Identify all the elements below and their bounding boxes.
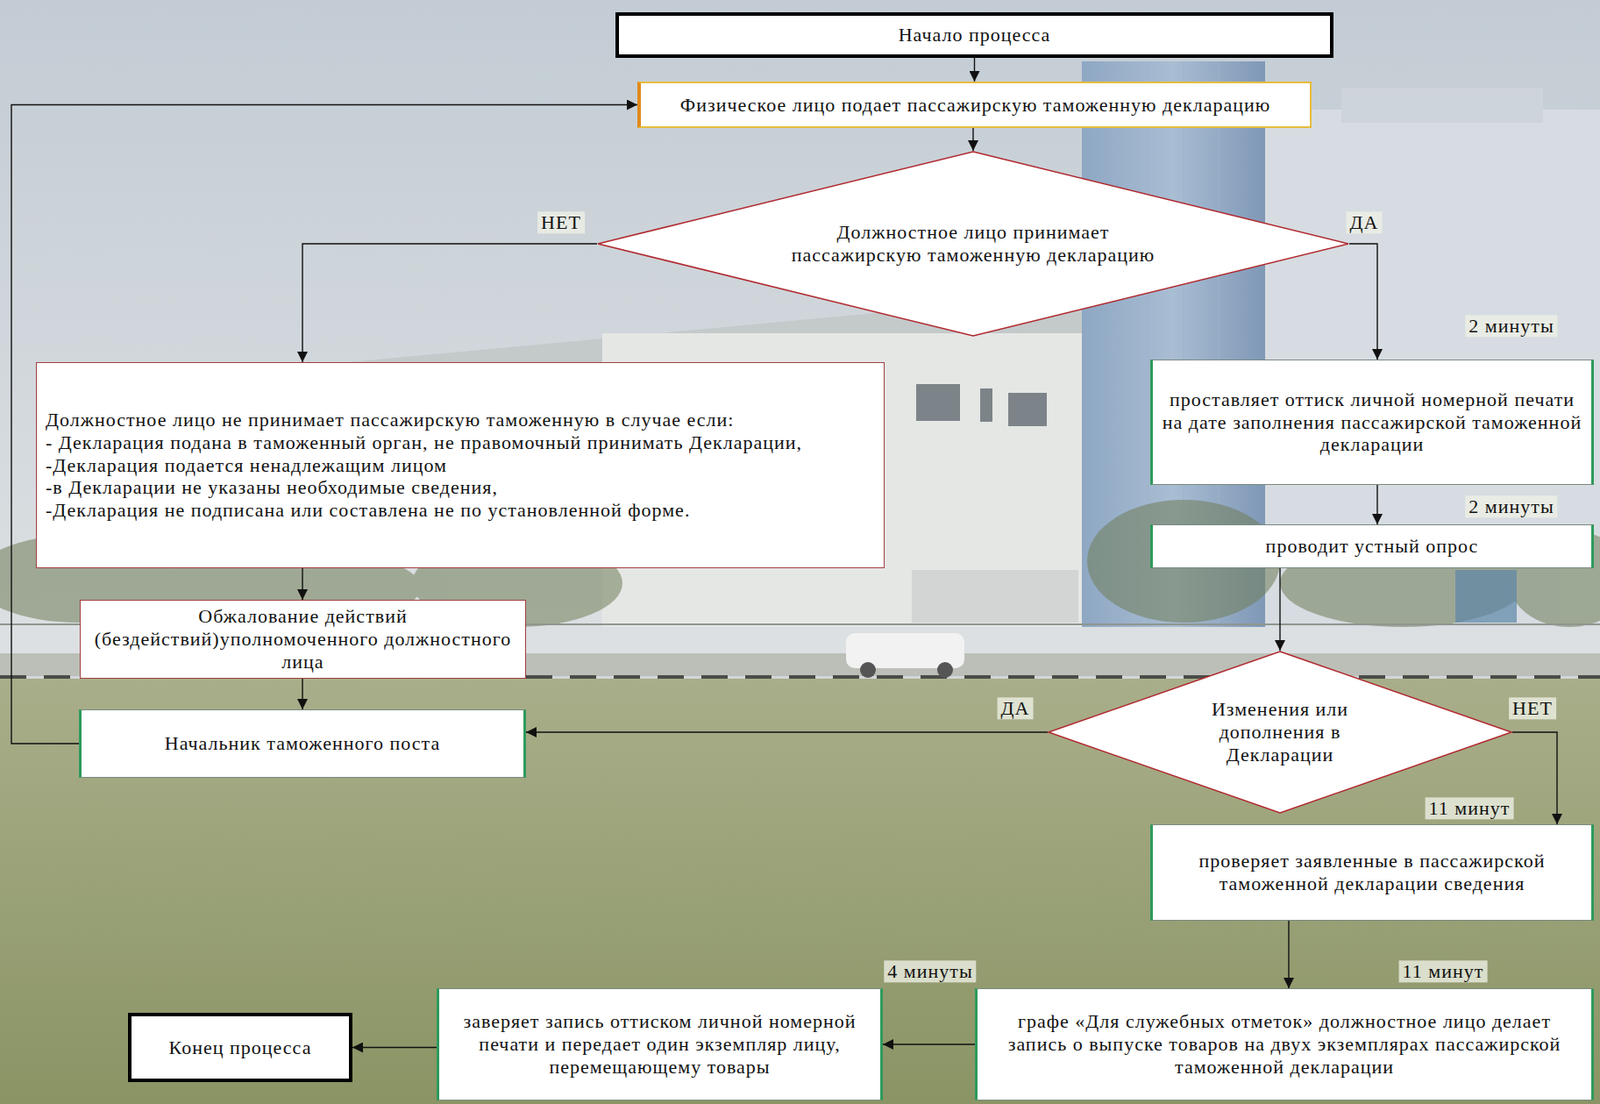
text-holder: проставляет оттиск личной номерной печат…	[1152, 384, 1592, 461]
text-holder: Конец процесса	[131, 1032, 349, 1063]
text-holder: Физическое лицо подает пассажирскую тамо…	[640, 90, 1310, 121]
text-holder: Начальник таможенного поста	[81, 728, 524, 759]
flow-arrow	[974, 57, 975, 82]
input-box: Физическое лицо подает пассажирскую тамо…	[637, 81, 1312, 128]
flow-arrow	[882, 1043, 975, 1045]
text-holder: Обжалование действий (бездействий)уполно…	[80, 601, 526, 677]
condition-box: Обжалование действий (бездействий)уполно…	[79, 599, 527, 679]
window	[1008, 392, 1047, 427]
text-holder: Изменения или дополнения в Декларации	[1164, 697, 1397, 767]
pale-building-top	[1341, 87, 1544, 123]
node-text: -Декларация подается ненадлежащим лицом	[45, 454, 875, 477]
flow-arrow	[301, 678, 303, 710]
condition-box: Должностное лицо не принимает пассажирск…	[35, 362, 885, 569]
node-text: Начальник таможенного поста	[90, 732, 515, 755]
node-text: Конец процесса	[140, 1036, 341, 1060]
process-box: проставляет оттиск личной номерной печат…	[1150, 359, 1594, 485]
node-text: проверяет заявленные в пассажирской тамо…	[1161, 849, 1583, 896]
text-holder: заверяет запись оттиском личной номерной…	[439, 1006, 881, 1082]
flow-arrow	[301, 568, 303, 600]
decision-diamond: Изменения или дополнения в Декларации	[1047, 650, 1513, 814]
node-text: заверяет запись оттиском личной номерной…	[448, 1009, 872, 1079]
kiosk	[1455, 569, 1517, 623]
terminal-box: Конец процесса	[128, 1012, 353, 1082]
flow-arrow	[1512, 732, 1558, 825]
node-text: Изменения или дополнения в Декларации	[1164, 697, 1397, 767]
flow-arrow	[352, 1046, 437, 1048]
node-text: Обжалование действий (бездействий)уполно…	[89, 604, 517, 674]
flow-arrow	[1349, 243, 1378, 360]
process-box: графе «Для служебных отметок» должностно…	[974, 988, 1594, 1101]
process-box: заверяет запись оттиском личной номерной…	[436, 988, 883, 1101]
text-holder: графе «Для служебных отметок» должностно…	[977, 1006, 1592, 1082]
process-box: Начальник таможенного поста	[78, 709, 527, 778]
process-box: проверяет заявленные в пассажирской тамо…	[1150, 824, 1594, 921]
node-text: -Декларация не подписана или составлена …	[45, 498, 875, 522]
branch-label: НЕТ	[537, 211, 585, 234]
sky	[0, 0, 1600, 676]
node-text: Физическое лицо подает пассажирскую тамо…	[649, 93, 1302, 117]
process-box: проводит устный опрос	[1150, 524, 1594, 569]
branch-label: НЕТ	[1508, 696, 1557, 719]
flow-arrow	[1376, 484, 1378, 525]
diamond-shape	[597, 151, 1349, 336]
text-holder: проверяет заявленные в пассажирской тамо…	[1152, 846, 1592, 899]
node-text: Начало процесса	[627, 23, 1322, 47]
branch-label: ДА	[997, 696, 1034, 719]
node-text: -в Декларации не указаны необходимые све…	[45, 476, 875, 499]
node-text: - Декларация подана в таможенный орган, …	[45, 431, 875, 455]
node-text: проставляет оттиск личной номерной печат…	[1161, 388, 1583, 457]
flow-arrow	[1279, 568, 1280, 651]
flow-arrow	[972, 128, 974, 151]
decision-diamond: Должностное лицо принимает пассажирскую …	[597, 150, 1350, 337]
time-label: 4 минуты	[883, 960, 976, 982]
branch-label: ДА	[1346, 211, 1383, 234]
window	[916, 384, 960, 421]
flow-arrow	[1287, 920, 1289, 989]
flow-arrow	[526, 731, 1048, 733]
terminal-box: Начало процесса	[615, 12, 1334, 58]
entrance	[911, 569, 1079, 623]
flow-arrow	[302, 243, 598, 363]
window	[980, 388, 993, 422]
text-holder: Должностное лицо не принимает пассажирск…	[36, 405, 884, 527]
node-text: Должностное лицо принимает пассажирскую …	[785, 220, 1162, 267]
time-label: 11 минут	[1425, 796, 1515, 819]
car-wheel	[860, 661, 876, 678]
node-text: графе «Для служебных отметок» должностно…	[986, 1009, 1583, 1079]
time-label: 2 минуты	[1464, 314, 1558, 337]
node-text: Должностное лицо не принимает пассажирск…	[45, 408, 875, 432]
text-holder: Начало процесса	[618, 20, 1330, 50]
diamond-shape	[1048, 651, 1512, 813]
car-wheel	[937, 661, 953, 678]
time-label: 2 минуты	[1464, 495, 1558, 518]
node-text: проводит устный опрос	[1161, 534, 1583, 558]
text-holder: Должностное лицо принимает пассажирскую …	[785, 220, 1162, 267]
time-label: 11 минут	[1399, 960, 1488, 982]
text-holder: проводит устный опрос	[1152, 531, 1592, 562]
